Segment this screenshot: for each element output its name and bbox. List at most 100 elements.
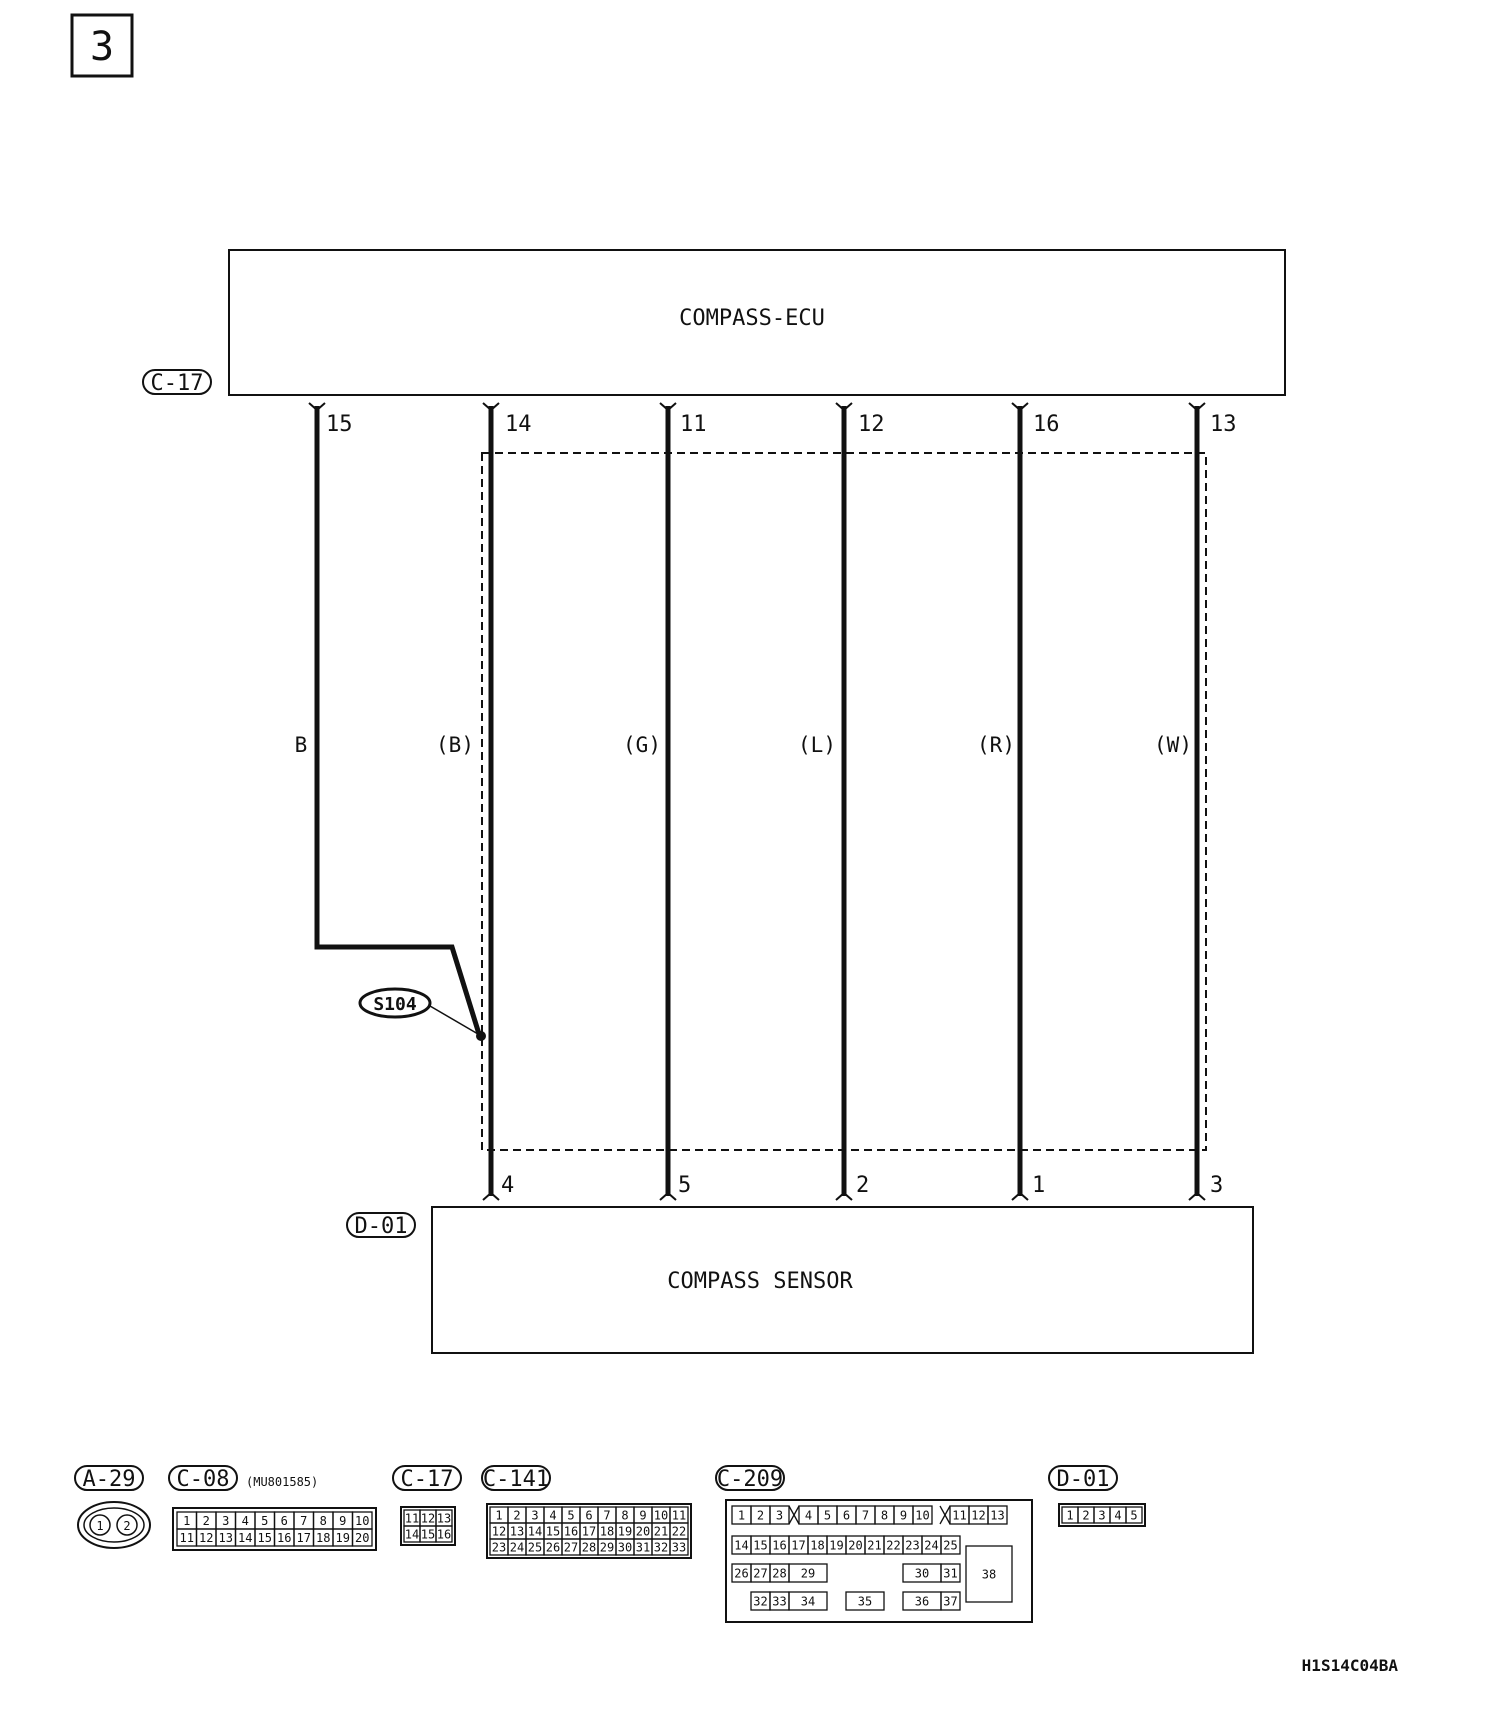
connector-pin: 13 [437, 1512, 451, 1526]
sensor-connector-badge [346, 1212, 416, 1238]
connector-pin: 21 [867, 1539, 881, 1553]
connector-pin: 9 [639, 1509, 646, 1523]
wire-color-l: (L) [798, 733, 836, 757]
a29-pin: 1 [96, 1519, 103, 1533]
connector-pin: 12 [971, 1509, 985, 1523]
wire-color-b: B [295, 733, 308, 757]
pin-bottom-3: 3 [1210, 1173, 1223, 1198]
c141-label: C-141 [483, 1467, 549, 1492]
pin-bottom-4: 4 [501, 1173, 514, 1198]
connector-pin: 28 [582, 1541, 596, 1555]
connector-pin: 4 [1114, 1509, 1121, 1523]
connector-pin: 4 [549, 1509, 556, 1523]
connector-pin: 35 [858, 1595, 872, 1609]
connector-pin: 18 [316, 1531, 330, 1545]
wire-r [1011, 402, 1029, 1201]
connector-pin: 3 [222, 1514, 229, 1528]
connector-pin: 1 [1066, 1509, 1073, 1523]
wire-color-g: (G) [623, 733, 661, 757]
connector-pin: 5 [824, 1509, 831, 1523]
connector-pin: 16 [277, 1531, 291, 1545]
connector-pin: 2 [757, 1509, 764, 1523]
connector-pin: 24 [924, 1539, 938, 1553]
connector-pin: 4 [805, 1509, 812, 1523]
connector-pin: 26 [546, 1541, 560, 1555]
connector-pin: 6 [843, 1509, 850, 1523]
connector-pin: 11 [672, 1509, 686, 1523]
connector-pin: 2 [513, 1509, 520, 1523]
connector-pin: 5 [261, 1514, 268, 1528]
connector-pin: 4 [242, 1514, 249, 1528]
connector-pin: 3 [1098, 1509, 1105, 1523]
connector-pin: 36 [915, 1595, 929, 1609]
wire-b-ground [314, 406, 482, 1035]
connector-pin: 20 [636, 1525, 650, 1539]
connector-pin: 31 [943, 1567, 957, 1581]
connector-pin: 12 [421, 1512, 435, 1526]
wire-w [1188, 402, 1206, 1201]
c08-part-number: (MU801585) [246, 1475, 318, 1489]
connector-pin: 27 [753, 1567, 767, 1581]
connector-pin: 24 [510, 1541, 524, 1555]
connector-pin: 23 [492, 1541, 506, 1555]
connector-pin: 29 [600, 1541, 614, 1555]
d01-badge [1048, 1465, 1118, 1491]
connector-pin: 20 [848, 1539, 862, 1553]
connector-pin: 8 [320, 1514, 327, 1528]
connector-pin: 32 [753, 1595, 767, 1609]
connector-pin: 32 [654, 1541, 668, 1555]
connector-pin: 15 [258, 1531, 272, 1545]
connector-pin: 34 [801, 1595, 815, 1609]
connector-pin: 28 [772, 1567, 786, 1581]
pin-top-16: 16 [1033, 412, 1060, 437]
connector-pin: 1 [183, 1514, 190, 1528]
connector-pin: 12 [199, 1531, 213, 1545]
connector-pin: 5 [1130, 1509, 1137, 1523]
c17-badge [392, 1465, 462, 1491]
connector-pin: 7 [603, 1509, 610, 1523]
pin-top-13: 13 [1210, 412, 1237, 437]
connector-pin: 27 [564, 1541, 578, 1555]
connector-pin: 19 [336, 1531, 350, 1545]
connector-pin: 14 [528, 1525, 542, 1539]
connector-pin: 16 [564, 1525, 578, 1539]
wire-g [659, 402, 677, 1201]
connector-pin: 14 [734, 1539, 748, 1553]
connector-pin: 38 [982, 1568, 996, 1582]
connector-pin: 26 [734, 1567, 748, 1581]
connector-pin: 18 [810, 1539, 824, 1553]
c08-badge [168, 1465, 238, 1491]
wire-color-b-shield: (B) [436, 733, 474, 757]
connector-pin: 11 [180, 1531, 194, 1545]
c141-badge [481, 1465, 551, 1491]
connector-pin: 19 [829, 1539, 843, 1553]
wire-b-shield [482, 402, 500, 1201]
connector-pin: 15 [546, 1525, 560, 1539]
figure-code: H1S14C04BA [1302, 1656, 1399, 1675]
sensor-connector-label: D-01 [355, 1214, 408, 1239]
page-number-box [70, 13, 134, 78]
connector-pin: 13 [990, 1509, 1004, 1523]
wire-color-w: (W) [1154, 733, 1192, 757]
c08-label: C-08 [177, 1467, 230, 1492]
connector-pin: 14 [405, 1528, 419, 1542]
connector-pin: 13 [510, 1525, 524, 1539]
splice-badge [358, 987, 432, 1019]
connector-pin: 8 [621, 1509, 628, 1523]
connector-pin: 1 [738, 1509, 745, 1523]
compass-sensor-box [431, 1206, 1254, 1354]
connector-pin: 31 [636, 1541, 650, 1555]
connector-pin: 17 [582, 1525, 596, 1539]
connector-pin: 16 [437, 1528, 451, 1542]
connector-pin: 2 [203, 1514, 210, 1528]
c209-badge [715, 1465, 785, 1491]
compass-ecu-box [228, 249, 1286, 396]
connector-pin: 23 [905, 1539, 919, 1553]
pin-top-11: 11 [680, 412, 707, 437]
pin-bottom-5: 5 [678, 1173, 691, 1198]
connector-pin: 33 [672, 1541, 686, 1555]
c209-label: C-209 [717, 1467, 783, 1492]
a29-badge [74, 1465, 144, 1491]
connector-pin: 22 [672, 1525, 686, 1539]
